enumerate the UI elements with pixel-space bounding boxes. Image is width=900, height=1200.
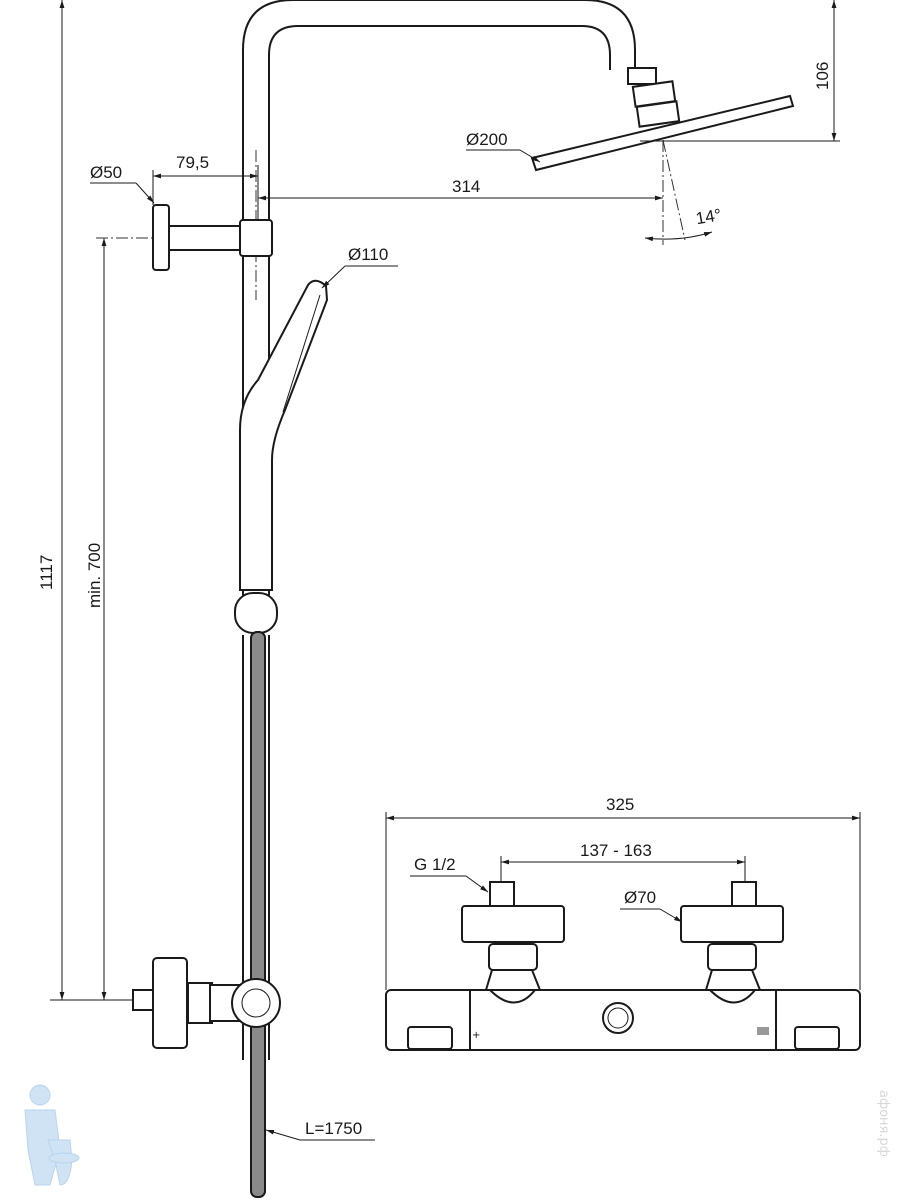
head-drop-label: 106: [813, 62, 832, 90]
inlet-spacing-label: 137 - 163: [580, 841, 652, 860]
min-spacing-label: min. 700: [85, 543, 104, 608]
dimension-arm-reach: 314: [258, 177, 663, 201]
dimension-head-diameter: Ø200: [466, 130, 541, 163]
bracket-offset-label: 79,5: [176, 153, 209, 172]
wall-flange-diameter-label: Ø50: [90, 163, 122, 182]
hand-shower: Ø110: [234, 245, 398, 634]
watermark: афоня.рф: [876, 1090, 891, 1157]
button-circle: [602, 1002, 634, 1034]
mixer-width-label: 325: [606, 795, 634, 814]
head-diameter-label: Ø200: [466, 130, 508, 149]
total-height-label: 1117: [37, 555, 56, 590]
plumber-logo: [24, 1084, 80, 1186]
hose-length-label: L=1750: [305, 1119, 362, 1138]
head-shower: 14°: [530, 67, 840, 245]
thread-size-label: G 1/2: [414, 855, 456, 874]
wall-bracket: 79,5 Ø50: [90, 153, 273, 271]
bucket-icon: [757, 1027, 769, 1035]
hand-shower-diameter-label: Ø110: [348, 245, 388, 264]
plus-icon: +: [472, 1030, 480, 1041]
head-angle-label: 14°: [694, 205, 723, 228]
dimension-min-spacing: min. 700: [85, 237, 160, 1000]
side-mixer-connection: [132, 957, 281, 1049]
arm-reach-label: 314: [452, 177, 480, 196]
rosette-diameter-label: Ø70: [624, 888, 656, 907]
shower-hose: L=1750: [242, 631, 375, 1198]
dimension-total-height: 1117: [37, 0, 150, 1001]
thermostat-mixer-front: 325 137 - 163 G 1/2 Ø70 +: [385, 795, 861, 1051]
dimension-head-drop: 106: [813, 0, 837, 141]
